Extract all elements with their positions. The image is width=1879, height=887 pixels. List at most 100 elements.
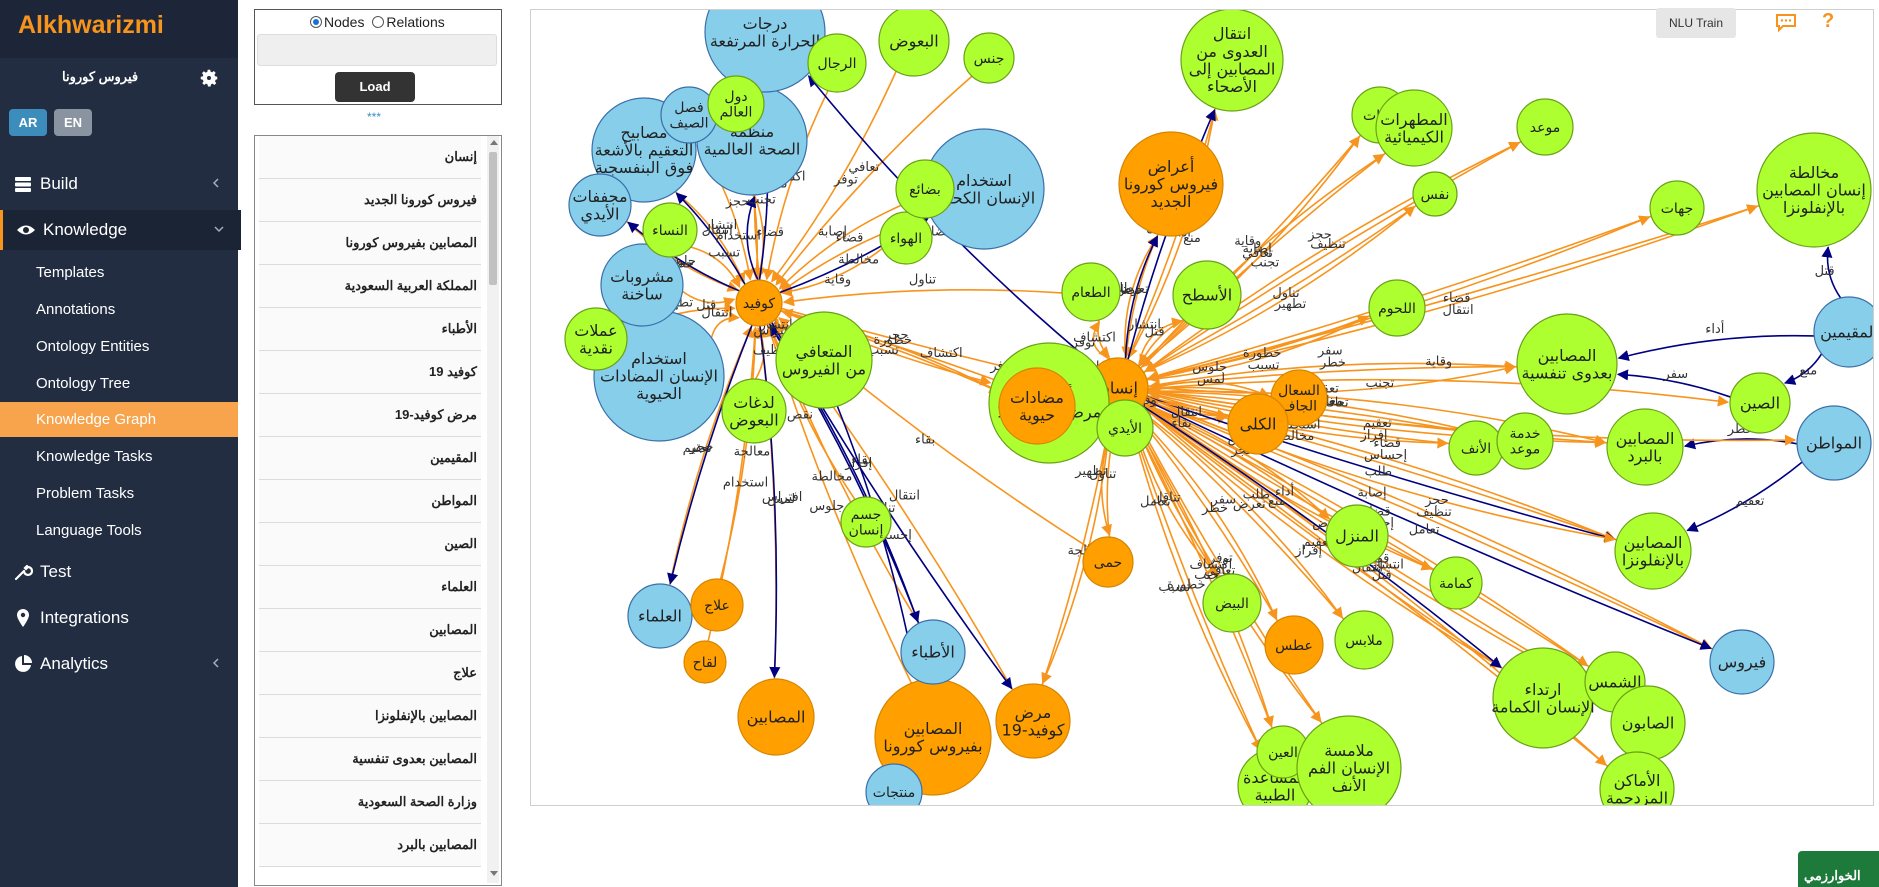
graph-node-clothes[interactable]: ملابس: [1334, 610, 1394, 670]
list-item[interactable]: فيروس كورونا الجديد: [259, 179, 481, 222]
node-circle[interactable]: [1227, 393, 1289, 455]
node-circle[interactable]: [840, 496, 892, 548]
nav-ontology-tree[interactable]: Ontology Tree: [0, 366, 238, 401]
node-circle[interactable]: [1709, 629, 1775, 695]
list-item[interactable]: الأطباء: [259, 308, 481, 351]
scroll-down-arrow[interactable]: [490, 871, 498, 876]
graph-node-eyes[interactable]: العين: [1256, 725, 1310, 779]
node-circle[interactable]: [1429, 556, 1483, 610]
node-circle[interactable]: [1796, 405, 1872, 481]
relations-radio-label[interactable]: Relations: [386, 14, 445, 30]
relations-radio[interactable]: [372, 16, 385, 28]
graph-node-men[interactable]: الرجال: [807, 33, 867, 93]
question-icon[interactable]: ?: [1822, 10, 1835, 32]
node-circle[interactable]: [704, 10, 826, 93]
node-circle[interactable]: [895, 159, 955, 219]
list-item[interactable]: وزارة الصحة السعودية: [259, 781, 481, 824]
node-circle[interactable]: [1061, 262, 1121, 322]
nav-problem-tasks[interactable]: Problem Tasks: [0, 476, 238, 511]
node-circle[interactable]: [775, 311, 873, 409]
node-circle[interactable]: [1516, 313, 1618, 415]
graph-node-nose[interactable]: الأنف: [1448, 420, 1504, 476]
nav-annotations[interactable]: Annotations: [0, 292, 238, 327]
list-scrollbar-thumb[interactable]: [489, 152, 497, 285]
node-circle[interactable]: [642, 202, 698, 258]
brand-logo[interactable]: Alkhwarizmi: [18, 11, 164, 39]
node-circle[interactable]: [1202, 573, 1262, 633]
list-item[interactable]: المصابين بعدوى تنفسية: [259, 738, 481, 781]
nav-test[interactable]: Test: [0, 552, 238, 592]
graph-node-home[interactable]: المنزل: [1325, 504, 1389, 568]
node-circle[interactable]: [1096, 399, 1154, 457]
node-circle[interactable]: [879, 211, 933, 265]
list-item[interactable]: المصابين بالبرد: [259, 824, 481, 867]
node-circle[interactable]: [1296, 715, 1402, 805]
lang-en-button[interactable]: EN: [54, 109, 92, 136]
graph-node-fever[interactable]: حمى: [1082, 536, 1134, 588]
nav-knowledge[interactable]: Knowledge: [0, 210, 241, 250]
node-circle[interactable]: [690, 578, 744, 632]
chat-icon[interactable]: [1775, 12, 1797, 32]
graph-node-scientists[interactable]: العلماء: [627, 583, 693, 649]
nav-knowledge-tasks[interactable]: Knowledge Tasks: [0, 439, 238, 474]
graph-node-covid[interactable]: كوفيد: [735, 279, 783, 327]
nlu-train-button[interactable]: NLU Train: [1656, 8, 1736, 38]
graph-node-soap[interactable]: الصابون: [1610, 685, 1686, 761]
gear-icon[interactable]: [198, 67, 220, 89]
graph-node-appointment[interactable]: موعد: [1516, 98, 1574, 156]
graph-node-vaccine[interactable]: لقاح: [683, 640, 727, 684]
node-circle[interactable]: [1334, 610, 1394, 670]
graph-node-kcl[interactable]: الكلى: [1227, 393, 1289, 455]
graph-node-mosquito[interactable]: البعوض: [878, 10, 950, 77]
graph-node-eggs[interactable]: البيض: [1202, 573, 1262, 633]
brand-badge[interactable]: الخوارزمي: [1798, 851, 1879, 887]
node-circle[interactable]: [807, 33, 867, 93]
list-item[interactable]: المقيمين: [259, 437, 481, 480]
node-circle[interactable]: [1082, 536, 1134, 588]
nav-analytics[interactable]: Analytics: [0, 644, 238, 684]
graph-node-self[interactable]: نفس: [1412, 171, 1458, 217]
graph-node-products[interactable]: منتجات: [865, 763, 923, 805]
graph-node-treatment[interactable]: علاج: [690, 578, 744, 632]
list-item[interactable]: المملكة العربية السعودية: [259, 265, 481, 308]
node-circle[interactable]: [1649, 180, 1705, 236]
graph-node-china[interactable]: الصين: [1729, 372, 1791, 434]
graph-node-residents[interactable]: المقيمين: [1813, 296, 1873, 368]
node-circle[interactable]: [737, 678, 815, 756]
lang-ar-button[interactable]: AR: [9, 109, 47, 136]
list-item[interactable]: المواطن: [259, 480, 481, 523]
graph-node-surfaces[interactable]: الأسطح: [1172, 260, 1242, 330]
node-circle[interactable]: [878, 10, 950, 77]
node-circle[interactable]: [1729, 372, 1791, 434]
list-item[interactable]: الصين: [259, 523, 481, 566]
node-circle[interactable]: [1599, 751, 1675, 805]
node-circle[interactable]: [1264, 615, 1324, 675]
nav-integrations[interactable]: Integrations: [0, 598, 238, 638]
node-circle[interactable]: [1368, 279, 1426, 337]
list-item[interactable]: المصابين: [259, 609, 481, 652]
graph-svg[interactable]: قضاءقضاءانتقالقتلانتشارخطورةتسبباكتشافتو…: [531, 10, 1873, 805]
list-item[interactable]: العلماء: [259, 566, 481, 609]
node-circle[interactable]: [1412, 171, 1458, 217]
node-circle[interactable]: [1614, 512, 1692, 590]
node-circle[interactable]: [1118, 131, 1224, 237]
node-circle[interactable]: [900, 619, 966, 685]
nav-knowledge-graph[interactable]: Knowledge Graph: [0, 402, 238, 437]
node-circle[interactable]: [568, 173, 632, 237]
scroll-up-arrow[interactable]: [490, 140, 498, 145]
node-circle[interactable]: [1516, 98, 1574, 156]
node-circle[interactable]: [1496, 412, 1554, 470]
node-circle[interactable]: [1813, 296, 1873, 368]
